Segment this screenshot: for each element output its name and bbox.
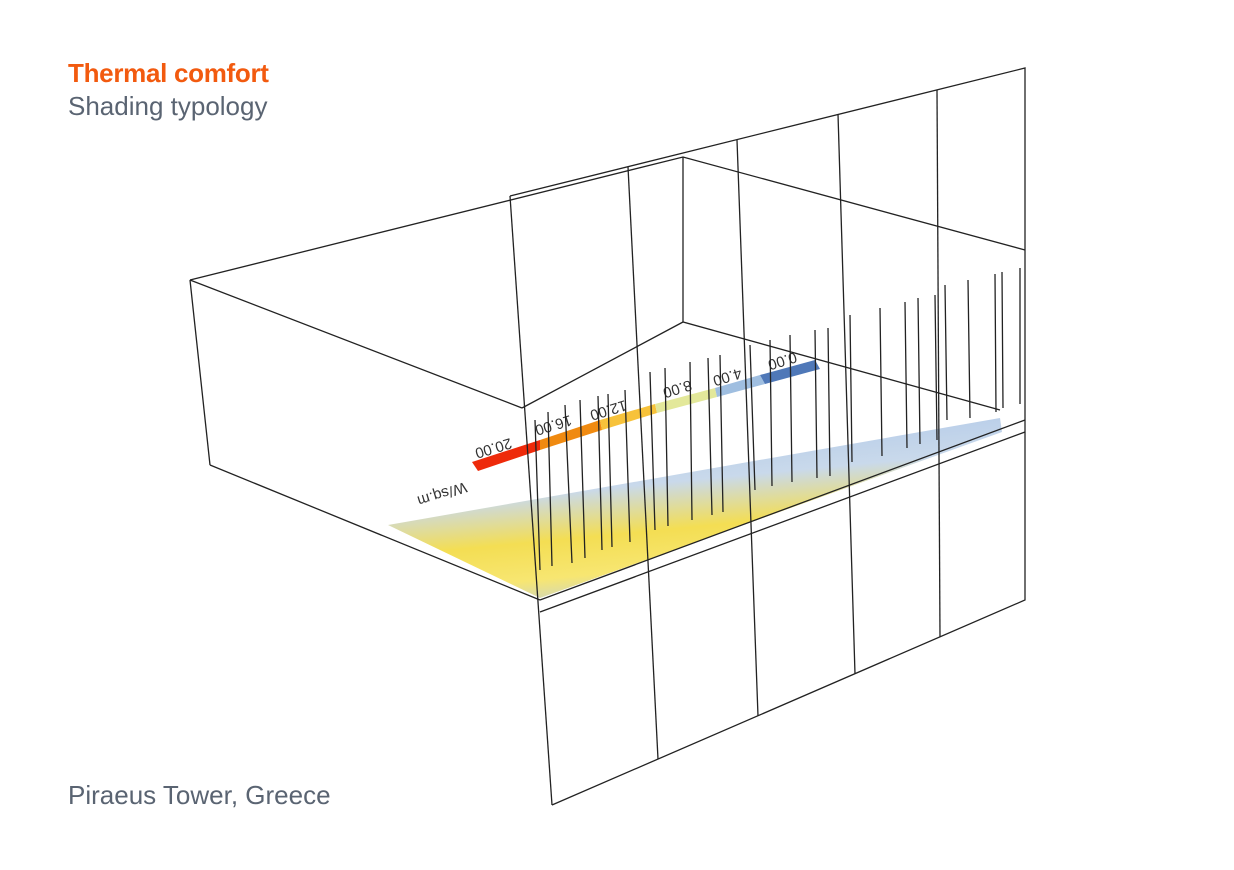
- legend-swatch-4: [715, 375, 765, 397]
- legend-swatch-16: [540, 420, 602, 450]
- legend-swatch-12: [600, 404, 657, 430]
- diagram-title: Thermal comfort: [68, 58, 269, 88]
- project-caption: Piraeus Tower, Greece: [68, 780, 331, 810]
- shading-fins: [534, 268, 1021, 571]
- wireframe: [189, 67, 1026, 806]
- diagram-subtitle: Shading typology: [68, 91, 268, 121]
- legend-swatch-8: [655, 388, 717, 413]
- legend-swatch-20: [472, 440, 540, 471]
- legend-unit: W/sq.m: [415, 478, 469, 509]
- legend-color-bar: [472, 360, 820, 471]
